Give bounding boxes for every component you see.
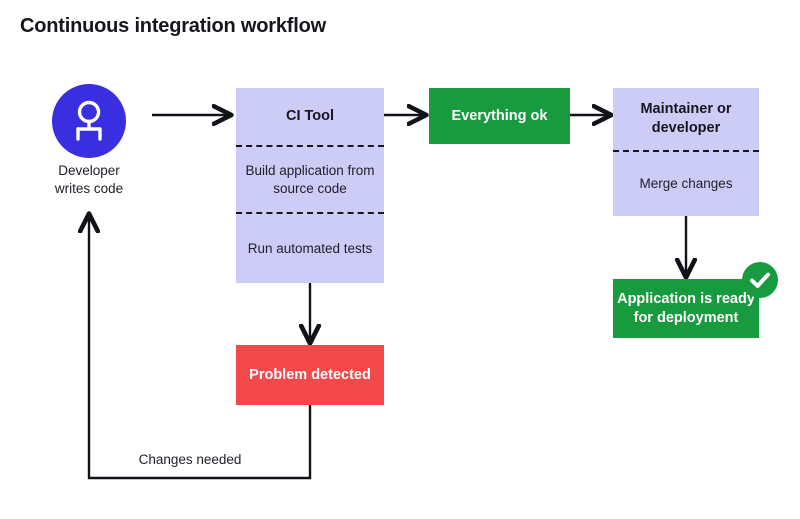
problem-detected-label: Problem detected [249,366,371,383]
changes-needed-label: Changes needed [138,452,242,467]
developer-label-line1: Developer [58,163,120,178]
ci-tool-step-tests: Run automated tests [236,212,384,283]
developer-label: Developer writes code [14,162,164,198]
maintainer-header-line2: developer [651,120,721,136]
ci-tool-header: CI Tool [285,108,335,124]
page-title: Continuous integration workflow [20,15,326,37]
maintainer-header-line1: Maintainer or [640,101,732,117]
person-at-desk-icon [76,100,102,141]
ci-tool-step-build: Build application from source code [236,145,384,212]
maintainer-action: Merge changes [613,150,759,216]
everything-ok-label: Everything ok [451,107,548,124]
application-ready-node[interactable]: Application is ready for deployment [613,279,759,338]
application-ready-label: Application is ready for deployment [617,290,755,326]
maintainer-header: Maintainer or developer [613,88,759,150]
everything-ok-node[interactable]: Everything ok [429,88,570,144]
maintainer-node[interactable]: Maintainer or developer Merge changes [613,88,759,216]
edge-problem-to-developer [89,215,312,480]
check-circle-icon [742,262,778,298]
problem-detected-node[interactable]: Problem detected [236,345,384,405]
ci-tool-node[interactable]: CI Tool Build application from source co… [236,88,384,283]
developer-label-line2: writes code [54,181,124,196]
developer-node[interactable] [52,84,126,158]
